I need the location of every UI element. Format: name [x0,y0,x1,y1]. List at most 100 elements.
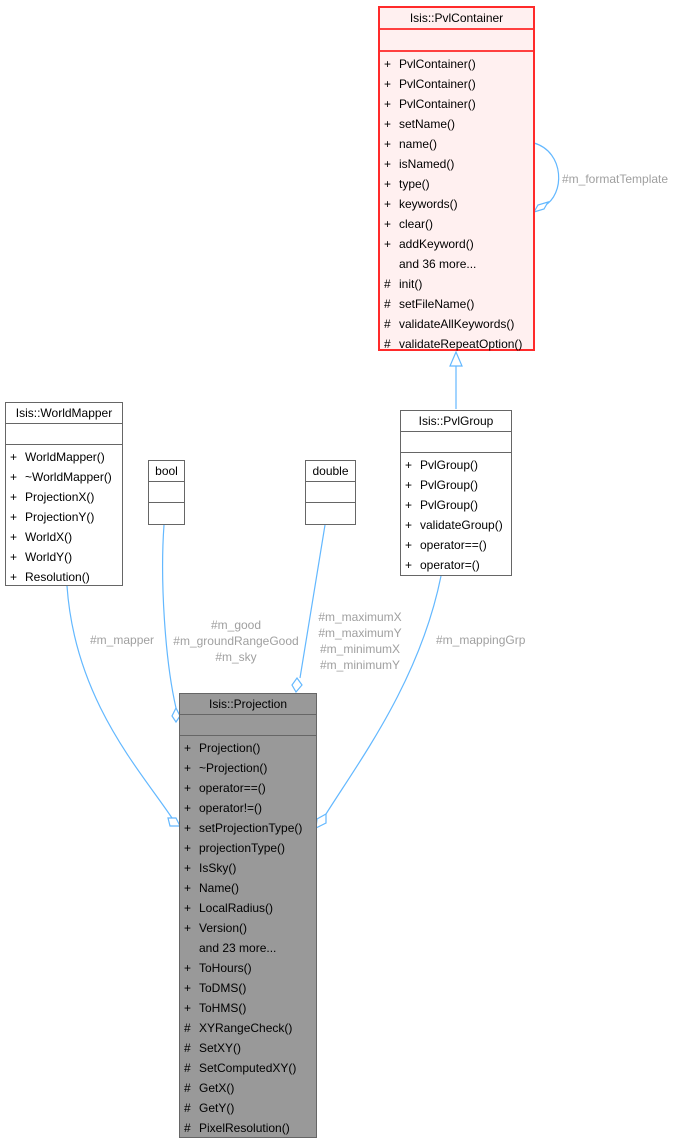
class-worldmapper[interactable]: Isis::WorldMapper +WorldMapper()+~WorldM… [5,402,123,586]
operation-item[interactable]: +PvlContainer() [380,94,533,114]
operation-name: Name() [199,881,240,895]
operation-item[interactable]: #SetXY() [180,1038,316,1058]
operation-item[interactable]: and 23 more... [180,938,316,958]
operation-item[interactable]: +name() [380,134,533,154]
class-double[interactable]: double [305,460,356,525]
operation-item[interactable]: #PixelResolution() [180,1118,316,1138]
visibility-marker: + [10,530,18,544]
visibility-marker: + [184,741,192,755]
visibility-marker: + [384,57,392,71]
operation-item[interactable]: +PvlContainer() [380,74,533,94]
operation-item[interactable]: +addKeyword() [380,234,533,254]
operation-item[interactable]: +~Projection() [180,758,316,778]
operation-item[interactable]: +WorldMapper() [6,447,122,467]
operation-item[interactable]: +operator==() [401,535,511,555]
operation-item[interactable]: +isNamed() [380,154,533,174]
class-projection[interactable]: Isis::Projection +Projection()+~Projecti… [179,693,317,1138]
edge-label-line: #m_groundRangeGood [173,634,299,648]
operation-name: LocalRadius() [199,901,274,915]
operation-item[interactable]: #setFileName() [380,294,533,314]
class-title[interactable]: Isis::WorldMapper [6,403,122,424]
attributes-compartment [149,482,184,503]
operation-item[interactable]: +operator!=() [180,798,316,818]
visibility-marker: + [184,821,192,835]
operation-item[interactable]: +operator=() [401,555,511,575]
operation-item[interactable]: and 36 more... [380,254,533,274]
operation-item[interactable]: # init() [380,274,533,294]
visibility-marker: + [405,458,413,472]
class-title[interactable]: Isis::PvlContainer [380,8,533,30]
operation-name: ToHours() [199,961,252,975]
class-bool[interactable]: bool [148,460,185,525]
operation-item[interactable]: #SetComputedXY() [180,1058,316,1078]
operation-item[interactable]: #XYRangeCheck() [180,1018,316,1038]
operation-item[interactable]: #GetX() [180,1078,316,1098]
edge-label-line: #m_minimumX [319,642,400,656]
operation-name: ToDMS() [199,981,247,995]
visibility-marker: # [184,1081,191,1095]
operation-item[interactable]: +operator==() [180,778,316,798]
operation-item[interactable]: +type() [380,174,533,194]
operation-item[interactable]: +validateGroup() [401,515,511,535]
visibility-marker: + [10,490,18,504]
operation-name: PvlContainer() [399,77,476,91]
class-title[interactable]: Isis::Projection [180,694,316,715]
operation-item[interactable]: +setProjectionType() [180,818,316,838]
operation-name: validateAllKeywords() [399,317,515,331]
operation-item[interactable]: +IsSky() [180,858,316,878]
operation-item[interactable]: +ProjectionY() [6,507,122,527]
class-title[interactable]: double [306,461,355,482]
operation-item[interactable]: +PvlGroup() [401,455,511,475]
operation-item[interactable]: #validateRepeatOption() [380,334,533,354]
visibility-marker: # [384,277,391,291]
operation-name: Resolution() [25,570,90,584]
operation-item[interactable]: +PvlGroup() [401,475,511,495]
operation-name: clear() [399,217,434,231]
operation-item[interactable]: +Version() [180,918,316,938]
operation-name: setFileName() [399,297,475,311]
operation-name: GetY() [199,1101,235,1115]
operation-name: Projection() [199,741,261,755]
operation-item[interactable]: +WorldY() [6,547,122,567]
operation-name: IsSky() [199,861,237,875]
edge-mapper [66,585,173,819]
attributes-compartment [380,30,533,52]
operation-item[interactable]: +~WorldMapper() [6,467,122,487]
operation-name: ~Projection() [199,761,268,775]
operation-item[interactable]: +Resolution() [6,567,122,587]
visibility-marker: + [10,450,18,464]
visibility-marker: + [405,538,413,552]
operation-item[interactable]: +WorldX() [6,527,122,547]
operation-name: XYRangeCheck() [199,1021,293,1035]
operation-item[interactable]: #GetY() [180,1098,316,1118]
operation-name: keywords() [399,197,458,211]
operation-name: init() [399,277,423,291]
operation-item[interactable]: + clear() [380,214,533,234]
operation-item[interactable]: +PvlContainer() [380,54,533,74]
operation-name: type() [399,177,430,191]
class-pvlgroup[interactable]: Isis::PvlGroup +PvlGroup()+PvlGroup()+Pv… [400,410,512,576]
aggregation-diamond-format-template [532,200,550,214]
operation-item[interactable]: +ToHMS() [180,998,316,1018]
operation-item[interactable]: + Projection() [180,738,316,758]
edge-double [299,524,326,679]
operation-item[interactable]: +ProjectionX() [6,487,122,507]
edge-label-line: #m_minimumY [319,658,400,672]
operation-item[interactable]: +PvlGroup() [401,495,511,515]
operation-item[interactable]: +projectionType() [180,838,316,858]
operation-item[interactable]: +ToHours() [180,958,316,978]
operation-item[interactable]: +LocalRadius() [180,898,316,918]
class-title[interactable]: Isis::PvlGroup [401,411,511,432]
visibility-marker: + [384,97,392,111]
operation-item[interactable]: +keywords() [380,194,533,214]
attributes-compartment [306,482,355,503]
operation-item[interactable]: #validateAllKeywords() [380,314,533,334]
visibility-marker: + [384,217,392,231]
operation-item[interactable]: +ToDMS() [180,978,316,998]
class-pvlcontainer[interactable]: Isis::PvlContainer +PvlContainer()+PvlCo… [378,6,535,351]
attributes-compartment [180,715,316,736]
operation-item[interactable]: +Name() [180,878,316,898]
attributes-compartment [6,424,122,445]
operation-item[interactable]: +setName() [380,114,533,134]
class-title[interactable]: bool [149,461,184,482]
